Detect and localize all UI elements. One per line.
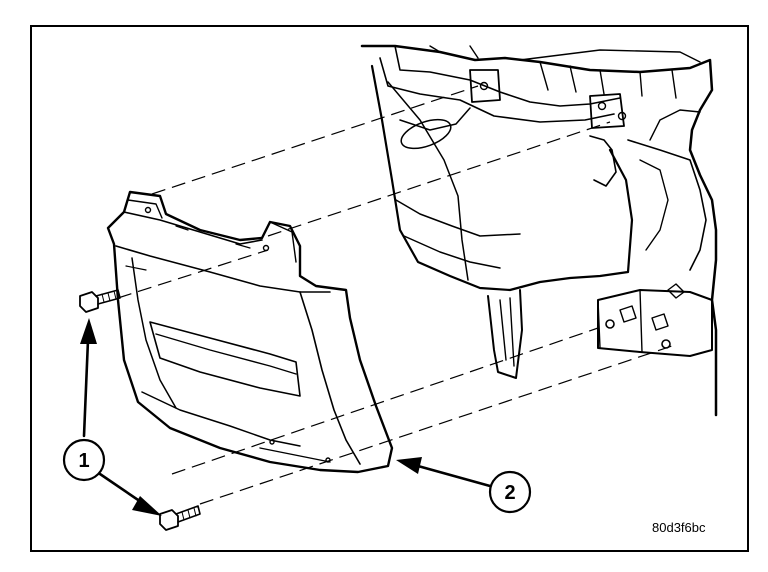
callout-2-number: 2 <box>504 482 515 504</box>
callout-leaders <box>80 318 492 516</box>
bolt-upper <box>79 289 121 313</box>
figure-reference-code: 80d3f6bc <box>652 520 706 535</box>
mounting-structure <box>360 44 718 417</box>
alignment-lines <box>117 85 673 505</box>
callout-2: 2 <box>488 470 532 514</box>
callout-1: 1 <box>62 438 106 482</box>
callout-1-number: 1 <box>78 450 89 472</box>
diagram-frame <box>30 25 749 552</box>
bumper-end-cap <box>106 190 394 474</box>
bolt-lower <box>159 505 201 531</box>
